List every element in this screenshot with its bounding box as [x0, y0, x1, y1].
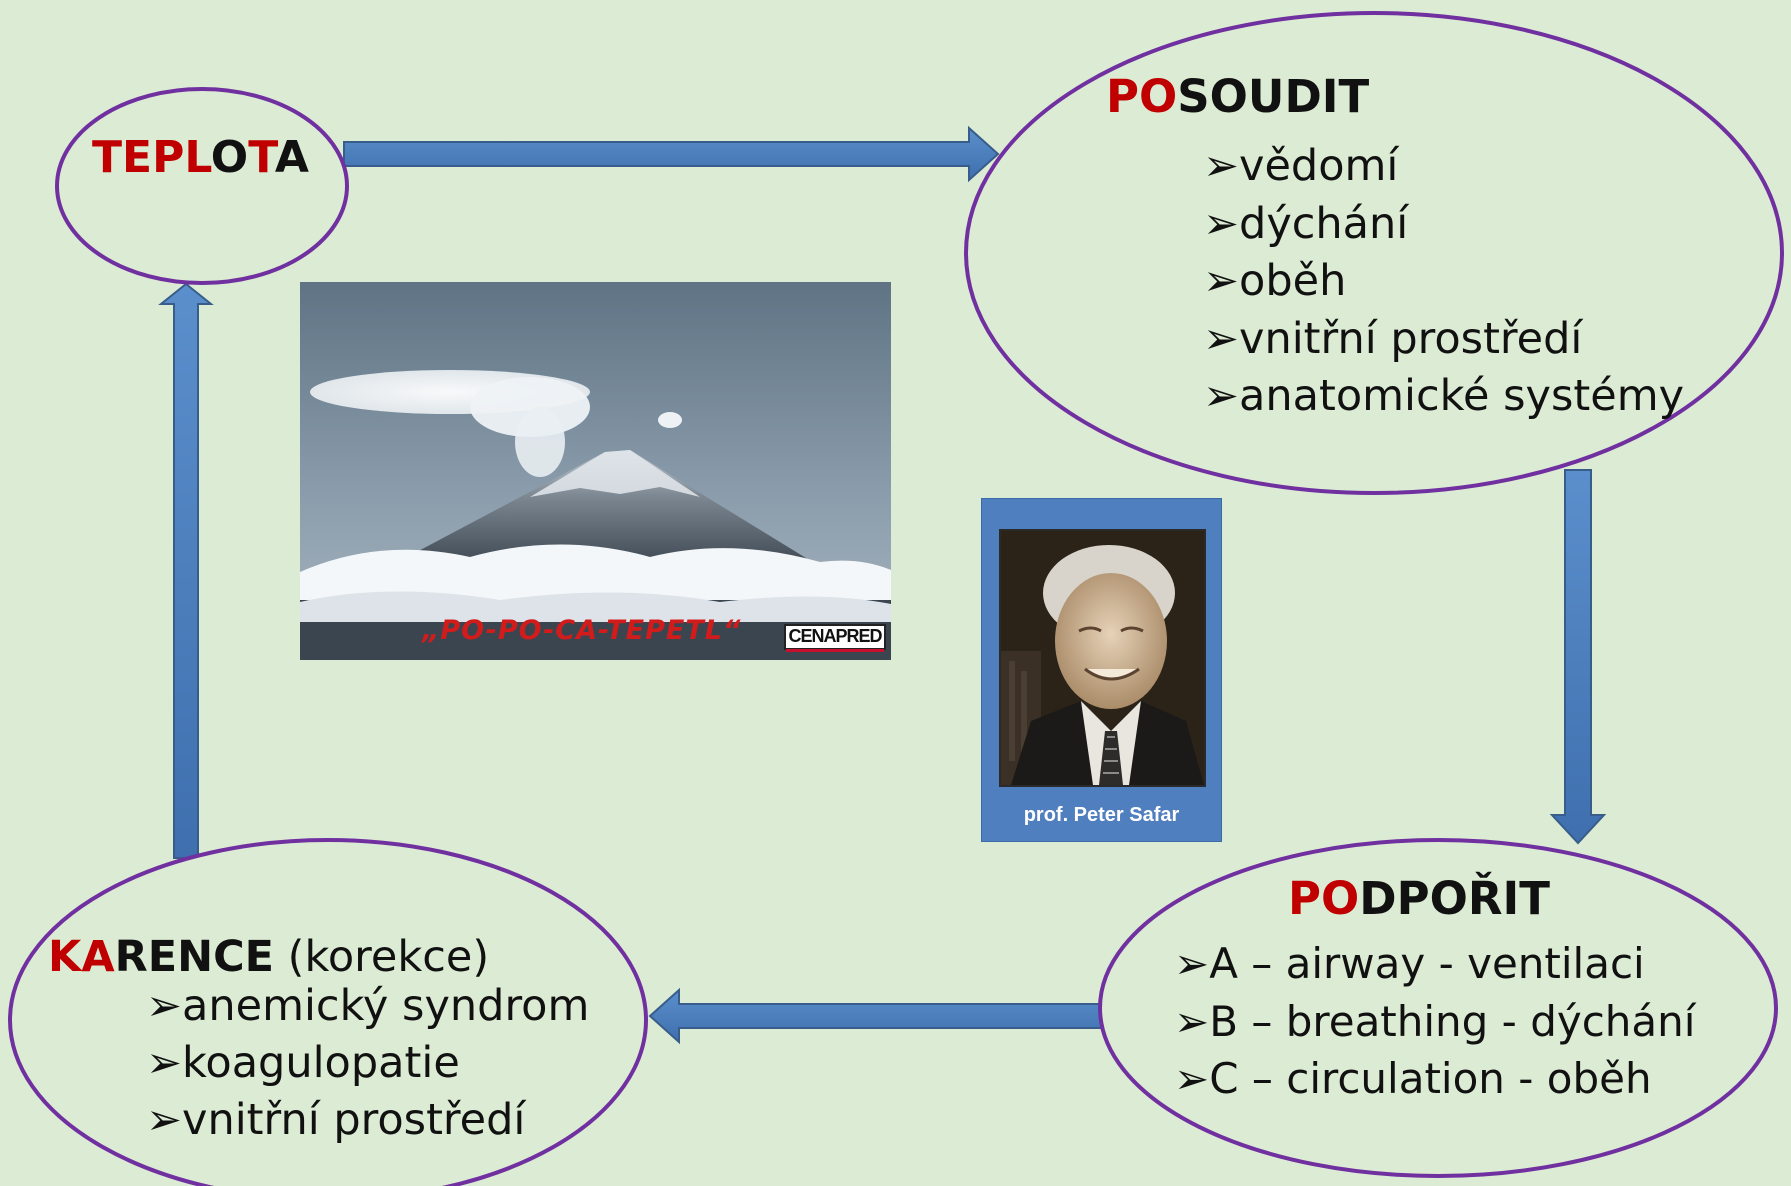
karence-title-black: RENCE — [114, 932, 275, 982]
list-item: ➢A – airway - ventilaci — [1174, 935, 1695, 993]
arrow-karence-to-teplota — [158, 282, 214, 859]
ellipse-podporit — [1098, 838, 1778, 1178]
karence-item-text: vnitřní prostředí — [182, 1095, 526, 1145]
bullet-arrow-icon: ➢ — [146, 1095, 183, 1145]
list-item: ➢vnitřní prostředí — [146, 1092, 589, 1149]
portrait-illustration — [1001, 531, 1204, 785]
bullet-arrow-icon: ➢ — [1203, 256, 1240, 306]
cenapred-logo: CENAPRED — [784, 624, 886, 652]
karence-title: KARENCE (korekce) — [48, 932, 489, 982]
ellipse-karence — [8, 838, 648, 1186]
bullet-arrow-icon: ➢ — [1174, 996, 1210, 1046]
list-item: ➢vědomí — [1203, 138, 1684, 196]
bullet-arrow-icon: ➢ — [1174, 1054, 1210, 1103]
list-item: ➢C – circulation - oběh — [1174, 1050, 1695, 1108]
posoudit-item-text: anatomické systémy — [1239, 371, 1685, 421]
arrow-teplota-to-posoudit — [343, 125, 1000, 183]
ellipse-posoudit — [964, 11, 1784, 495]
bullet-arrow-icon: ➢ — [1174, 939, 1210, 988]
bullet-arrow-icon: ➢ — [1203, 313, 1240, 364]
arrow-podporit-to-karence — [648, 987, 1105, 1045]
podporit-item-text: B – breathing - dýchání — [1209, 996, 1696, 1046]
teplota-title-red-2: T — [248, 132, 275, 183]
arrow-posoudit-to-podporit — [1549, 469, 1607, 845]
list-item: ➢anatomické systémy — [1203, 368, 1684, 426]
list-item: ➢dýchání — [1203, 196, 1684, 254]
bullet-arrow-icon: ➢ — [1203, 371, 1240, 421]
posoudit-item-text: dýchání — [1239, 198, 1409, 249]
karence-item-text: anemický syndrom — [182, 981, 590, 1031]
portrait-caption: prof. Peter Safar — [1023, 804, 1180, 826]
teplota-title-black-1: O — [210, 132, 249, 183]
list-item: ➢vnitřní prostředí — [1203, 311, 1684, 369]
volcano-illustration — [300, 282, 891, 660]
list-item: ➢oběh — [1203, 253, 1684, 311]
podporit-item-text: C – circulation - oběh — [1209, 1054, 1652, 1103]
podporit-title: PODPOŘIT — [1288, 872, 1550, 925]
podporit-list: ➢A – airway - ventilaci ➢B – breathing -… — [1174, 935, 1695, 1108]
posoudit-item-text: oběh — [1239, 256, 1347, 306]
posoudit-item-text: vědomí — [1239, 141, 1399, 191]
posoudit-list: ➢vědomí ➢dýchání ➢oběh ➢vnitřní prostřed… — [1203, 138, 1684, 426]
teplota-title-black-2: A — [274, 132, 309, 183]
teplota-title: TEPLOTA — [92, 132, 309, 183]
posoudit-title-black: SOUDIT — [1177, 70, 1370, 123]
posoudit-title-red: PO — [1106, 70, 1178, 123]
posoudit-title: POSOUDIT — [1106, 70, 1369, 123]
volcano-caption: „PO-PO-CA-TEPETL“ — [422, 615, 742, 646]
podporit-item-text: A – airway - ventilaci — [1209, 939, 1645, 988]
list-item: ➢B – breathing - dýchání — [1174, 993, 1695, 1051]
karence-title-suffix: (korekce) — [274, 932, 490, 982]
karence-list: ➢anemický syndrom ➢koagulopatie ➢vnitřní… — [146, 978, 589, 1149]
portrait-photo — [999, 529, 1206, 787]
ellipse-teplota — [55, 87, 349, 285]
podporit-title-black: DPOŘIT — [1359, 872, 1550, 925]
list-item: ➢koagulopatie — [146, 1035, 589, 1092]
volcano-photo: „PO-PO-CA-TEPETL“ CENAPRED — [300, 282, 891, 660]
posoudit-item-text: vnitřní prostředí — [1239, 313, 1583, 364]
bullet-arrow-icon: ➢ — [146, 981, 183, 1031]
bullet-arrow-icon: ➢ — [1203, 141, 1240, 191]
list-item: ➢anemický syndrom — [146, 978, 589, 1035]
karence-title-red: KA — [48, 932, 115, 982]
karence-item-text: koagulopatie — [182, 1038, 460, 1088]
portrait-card: prof. Peter Safar — [981, 498, 1222, 842]
podporit-title-red: PO — [1288, 872, 1360, 925]
bullet-arrow-icon: ➢ — [1203, 198, 1240, 249]
teplota-title-red-1: TEPL — [92, 132, 211, 183]
bullet-arrow-icon: ➢ — [146, 1038, 183, 1088]
